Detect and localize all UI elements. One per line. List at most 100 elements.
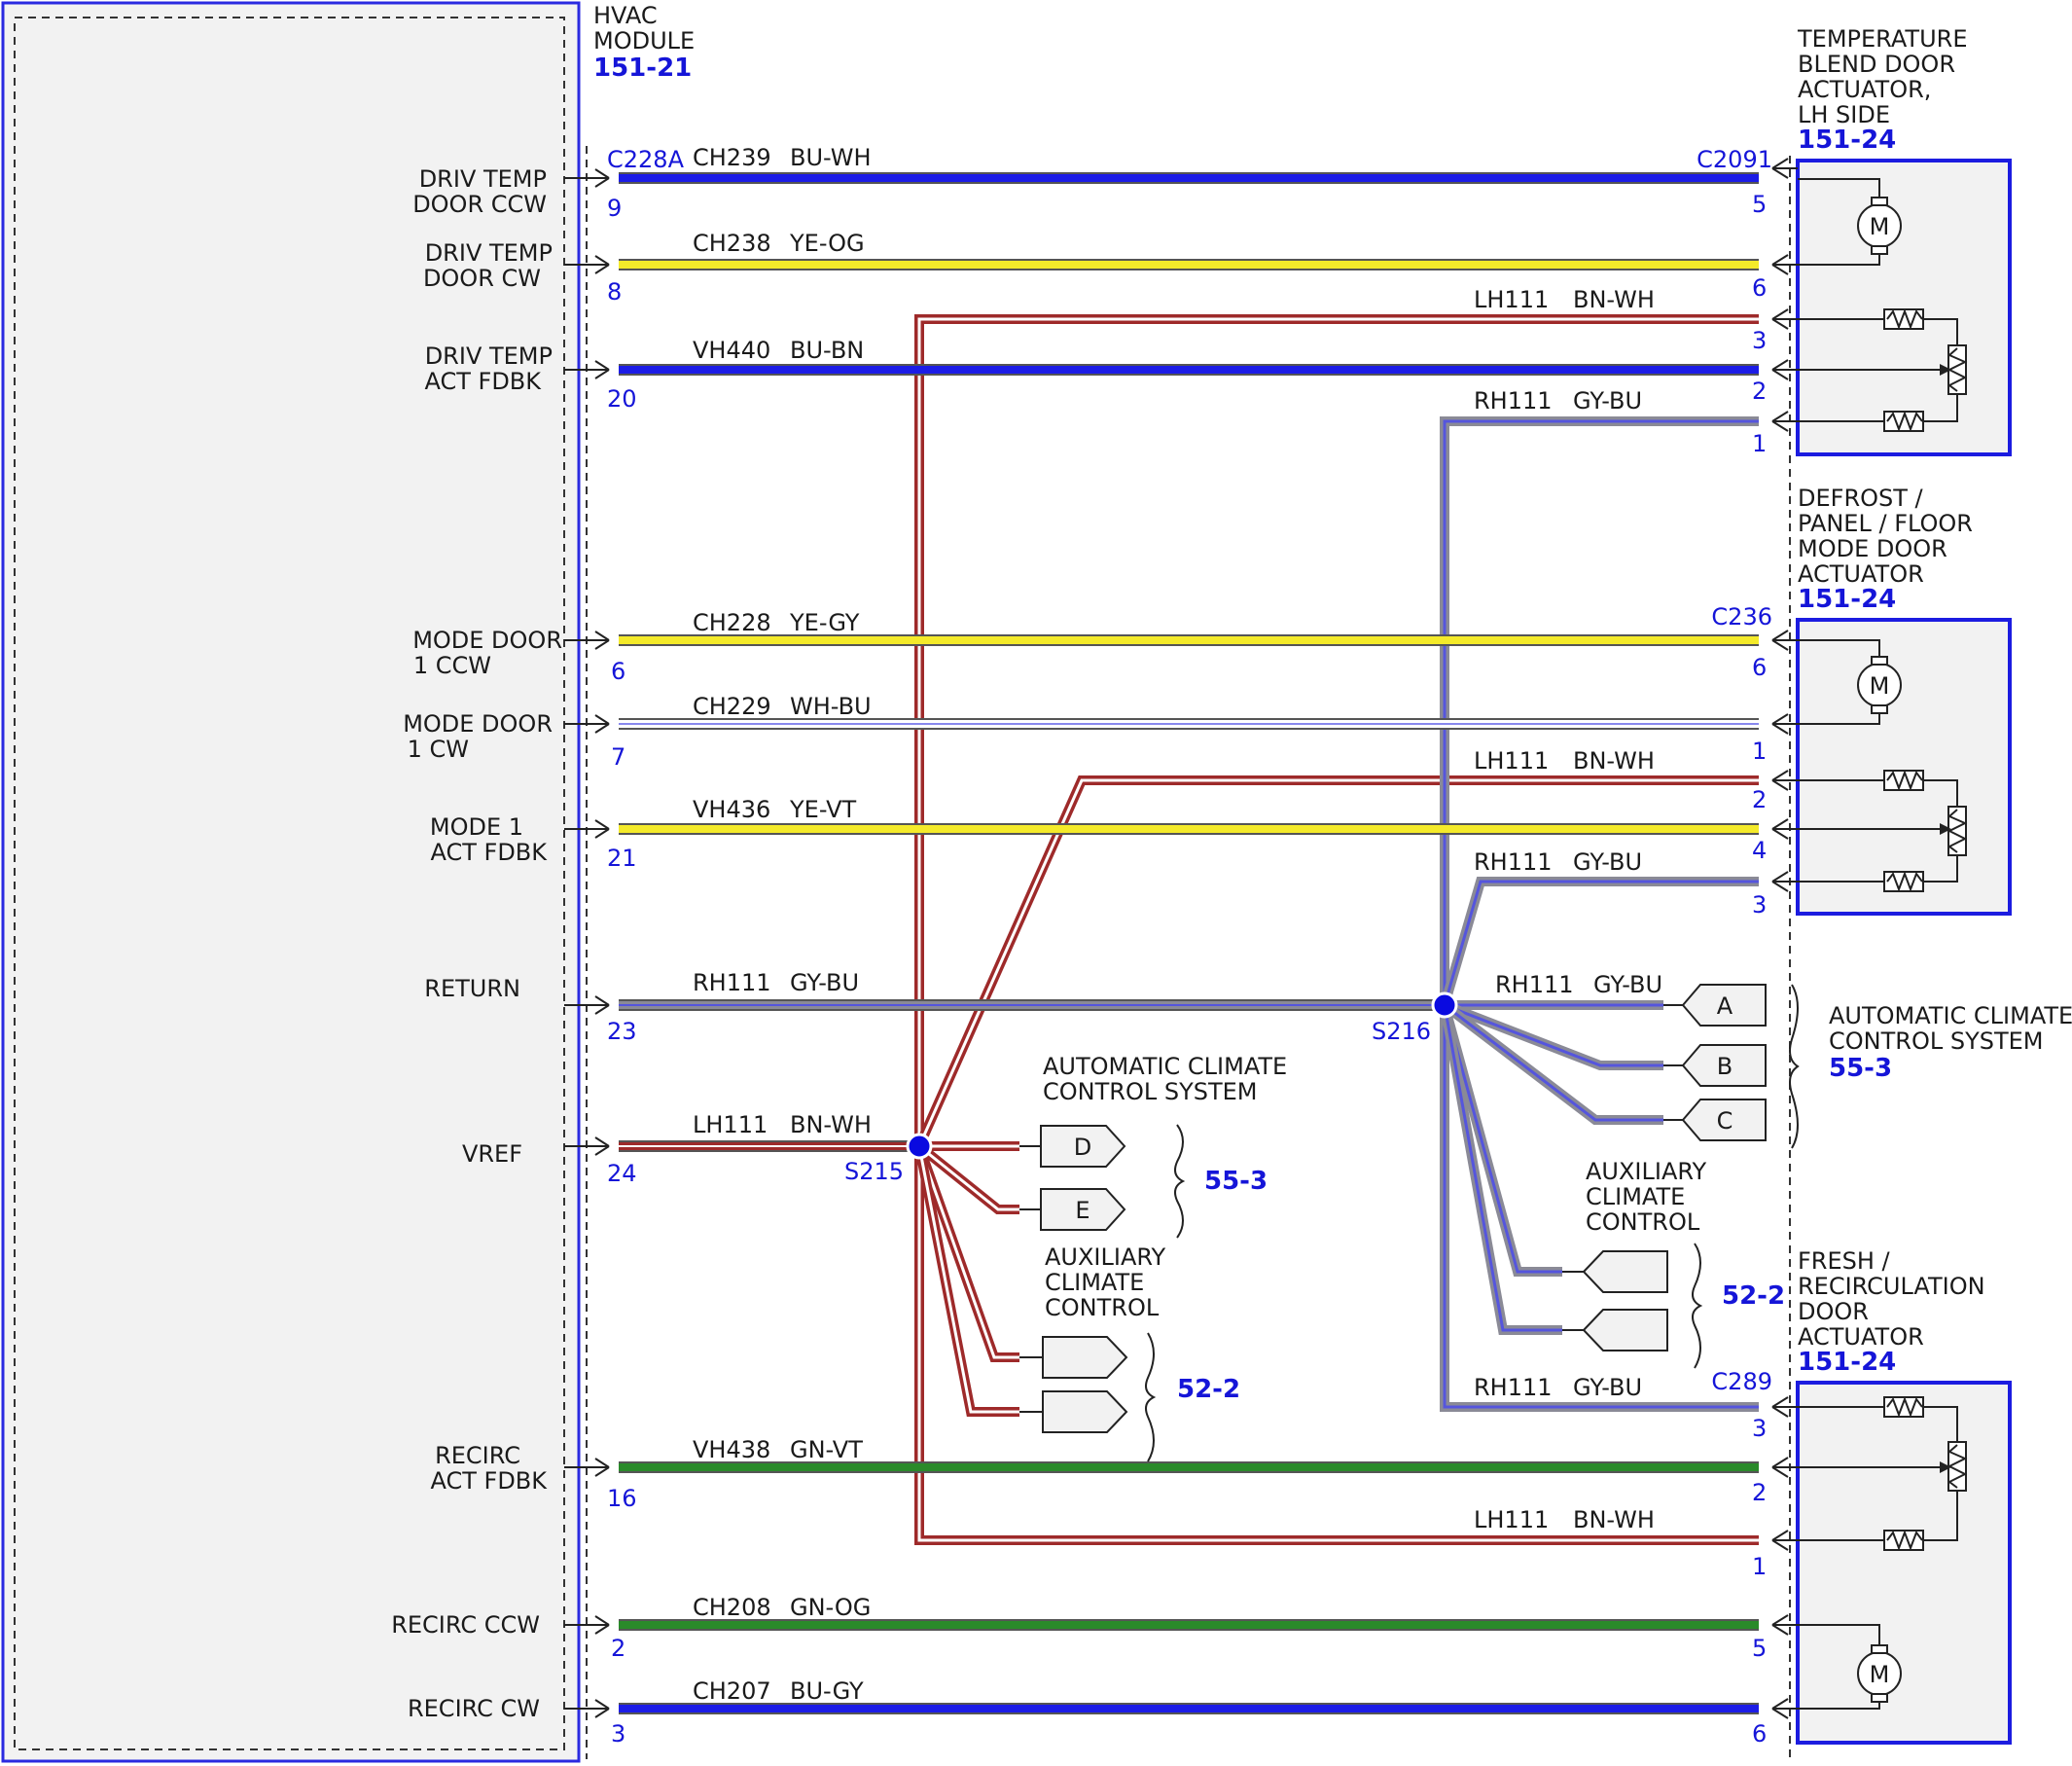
splice-s216: S216 [1372,991,1458,1045]
pin-label: DOOR CCW [412,191,547,218]
actuator-name: MODE DOOR [1798,535,1947,562]
actuator-connector: C236 [1711,603,1772,631]
branch-color-code: BN-WH [1573,747,1655,775]
pin-label: DRIV TEMP [419,165,547,193]
system-ref: 52-2 [1177,1375,1240,1404]
actuator-name: PANEL / FLOOR [1798,510,1973,537]
hvac-module-ref: 151-21 [593,54,692,83]
system-name: CLIMATE [1045,1269,1144,1296]
pin-number: 5 [1752,191,1767,218]
wire-color-code: BU-BN [790,337,864,364]
pin-number: 2 [1752,1479,1767,1506]
actuator-name: BLEND DOOR [1798,51,1955,78]
motor-symbol: M [1870,672,1890,700]
hvac-connector-arrow-icon [564,995,610,1015]
pin-label: RECIRC [435,1442,520,1469]
pin-label: VREF [462,1140,522,1168]
actuator-name: FRESH / [1798,1247,1891,1275]
motor-brush-icon [1871,656,1888,666]
motor-symbol: M [1870,213,1890,240]
splice-id: S216 [1372,1018,1431,1045]
connector-letter: E [1075,1197,1090,1224]
pin-number: 2 [611,1635,625,1662]
brace-icon [1145,1332,1157,1462]
pin-number: 2 [1752,378,1767,405]
system-name: CLIMATE [1586,1183,1685,1210]
actuator-connector: C289 [1711,1368,1772,1395]
connector-letter: D [1074,1134,1091,1161]
pin-number: 5 [1752,1635,1767,1662]
branch-circuit: RH111 [1474,1374,1553,1401]
hvac-module-name-2: MODULE [593,27,695,54]
system-name: AUXILIARY [1045,1243,1166,1271]
wire-color-code: YE-VT [789,796,856,823]
actuator-name: TEMPERATURE [1797,25,1968,53]
actuator-name: ACTUATOR, [1798,76,1931,103]
acc-connectors-de: D E AUTOMATIC CLIMATE CONTROL SYSTEM 55-… [1019,1053,1287,1239]
hvac-module-inner-border [14,17,565,1750]
pin-label: MODE DOOR [403,710,553,738]
hvac-connector-arrow-icon [564,1136,610,1156]
connector-letter: A [1717,992,1733,1020]
acc-connectors-abc: A B C AUTOMATIC CLIMATE CONTROL SYSTEM 5… [1663,984,2072,1149]
pin-number: 8 [607,278,622,306]
hvac-connector-arrow-icon [564,714,610,734]
hvac-connector-arrow-icon [564,255,610,274]
splice-id: S215 [844,1158,904,1185]
pin-label: ACT FDBK [430,1467,548,1495]
pin-number: 3 [611,1720,625,1748]
wire-color-code: WH-BU [790,693,872,720]
hvac-module-name-1: HVAC [593,2,658,29]
system-name: CONTROL SYSTEM [1043,1078,1258,1105]
actuator-connector: C2091 [1697,146,1772,173]
pin-number: 3 [1752,1415,1767,1442]
wire-circuit: CH208 [693,1594,771,1621]
brace-icon [1174,1124,1186,1239]
hvac-connector-arrow-icon [564,1458,610,1477]
aux-connectors-s215: AUXILIARY CLIMATE CONTROL 52-2 [1019,1243,1240,1462]
aux-connectors-s216: AUXILIARY CLIMATE CONTROL 52-2 [1562,1158,1785,1369]
actuator-pin-numbers: 5 6 3 2 1 6 1 2 4 3 3 2 1 5 6 [1752,191,1767,1748]
pin-number: 6 [611,658,625,685]
actuator-name: ACTUATOR [1798,560,1924,588]
actuator-box [1796,159,2012,456]
actuator-ref: 151-24 [1798,1348,1896,1377]
pin-number: 24 [607,1160,637,1187]
actuator-ref: 151-24 [1798,585,1896,614]
actuator-name: RECIRCULATION [1798,1273,1985,1300]
connector-letter: C [1717,1107,1733,1135]
pin-number: 3 [1752,327,1767,354]
pin-number: 6 [1752,654,1767,681]
hvac-module-box [1,1,581,1763]
wire-circuit: RH111 [693,969,771,996]
wire-circuit: CH207 [693,1677,771,1705]
branch-color-code: GY-BU [1573,1374,1642,1401]
hvac-connector-arrow-icon [564,168,610,188]
pin-number: 20 [607,385,637,413]
wire-color-code: GN-VT [790,1436,863,1463]
branch-color-code: BN-WH [1573,286,1655,313]
actuator-ref: 151-24 [1798,126,1896,155]
actuator-box [1796,1381,2012,1745]
connector-letter: B [1717,1053,1733,1080]
pin-number: 2 [1752,786,1767,813]
pin-number: 1 [1752,430,1767,457]
hvac-connector-arrow-icon [564,360,610,379]
main-wires [564,168,1759,1718]
wire-color-code: BN-WH [790,1111,872,1138]
system-name: CONTROL SYSTEM [1829,1027,2044,1055]
wire-circuit: CH238 [693,230,771,257]
branch-circuit: LH111 [1474,286,1549,313]
hvac-pins: DRIV TEMP DOOR CCW 9 DRIV TEMP DOOR CW 8… [391,165,636,1748]
pin-label: RETURN [424,975,520,1002]
brace-icon [1789,984,1800,1149]
motor-brush-icon [1871,704,1888,714]
actuator-name: ACTUATOR [1798,1323,1924,1351]
brace-icon [1692,1243,1703,1369]
pin-label: MODE DOOR [412,627,562,654]
wire-circuit: CH228 [693,609,771,636]
system-name: CONTROL [1045,1294,1160,1321]
system-ref: 55-3 [1829,1054,1892,1083]
hvac-connector-arrow-icon [564,631,610,650]
